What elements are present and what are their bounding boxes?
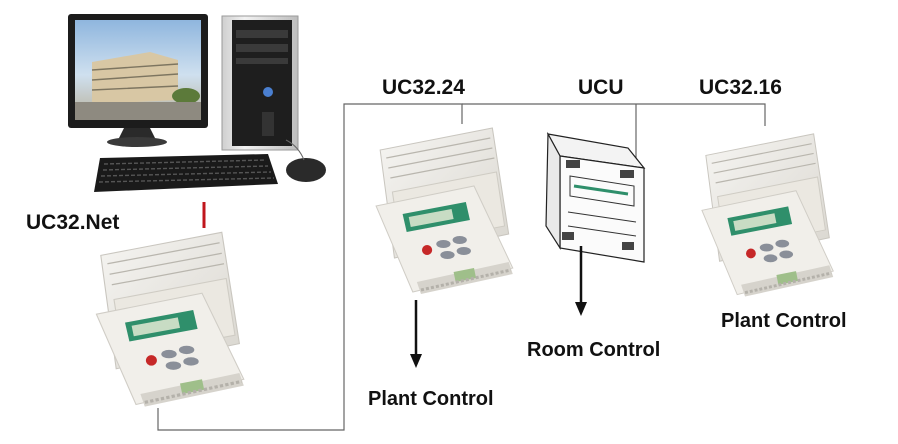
plc-controller-icon — [94, 230, 246, 409]
label-uc32-net: UC32.Net — [26, 211, 120, 234]
label-plant-control-16: Plant Control — [721, 310, 847, 332]
bus-line-top — [462, 103, 766, 126]
desktop-computer-icon — [68, 14, 326, 192]
label-plant-control-24: Plant Control — [368, 388, 494, 410]
arrow-down-icon — [410, 300, 422, 368]
arrow-down-icon — [575, 246, 587, 316]
label-ucu: UCU — [578, 76, 624, 99]
bus-line-bottom — [157, 103, 463, 431]
plc-controller-icon — [700, 132, 835, 299]
label-room-control: Room Control — [527, 339, 661, 361]
mouse — [286, 158, 326, 182]
label-uc32-24: UC32.24 — [382, 76, 465, 99]
label-uc32-16: UC32.16 — [699, 76, 782, 99]
plc-controller-icon — [374, 126, 515, 296]
room-control-unit-icon — [545, 131, 646, 263]
